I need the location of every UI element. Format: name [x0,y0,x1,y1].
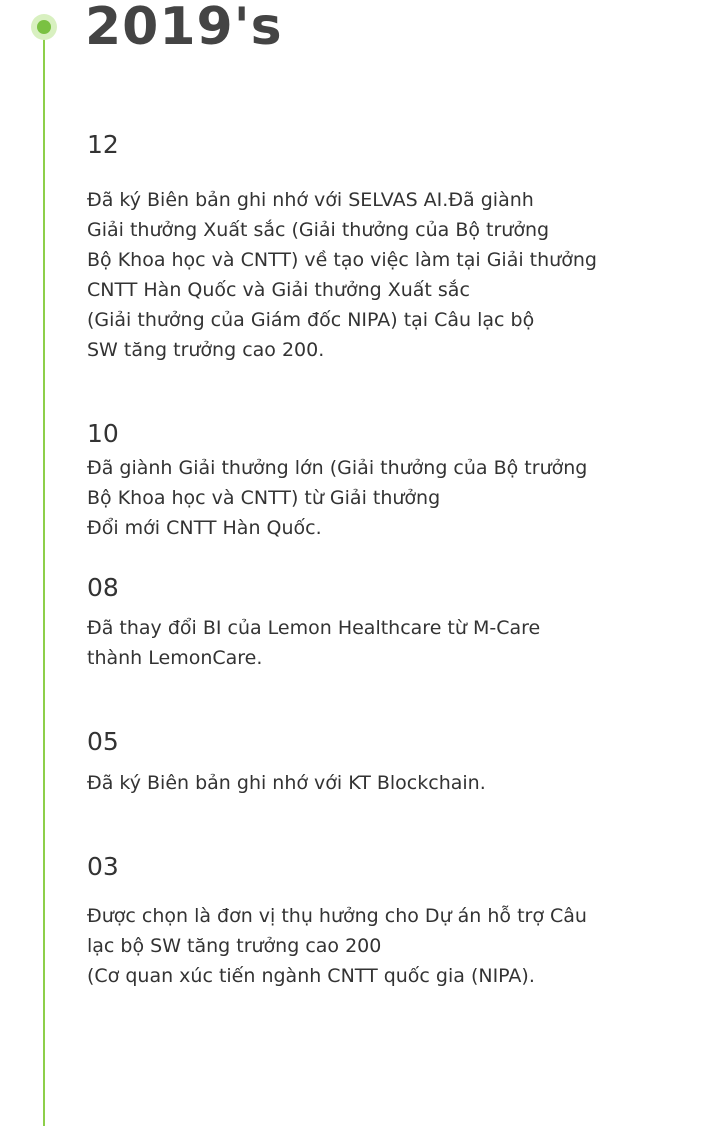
entry-description: Đã ký Biên bản ghi nhớ với SELVAS AI.Đã … [87,189,597,361]
entry-description: Đã thay đổi BI của Lemon Healthcare từ M… [87,617,541,669]
year-title: 2019's [85,0,283,57]
timeline-entry-05: 05 Đã ký Biên bản ghi nhớ với KT Blockch… [87,727,697,798]
timeline-line [43,28,45,1126]
entry-month: 08 [87,573,119,602]
entry-description: Được chọn là đơn vị thụ hưởng cho Dự án … [87,905,587,987]
entry-month: 03 [87,852,119,881]
entry-month: 10 [87,419,119,448]
timeline-entry-03: 03 Được chọn là đơn vị thụ hưởng cho Dự … [87,852,697,991]
timeline-entry-10: 10 Đã giành Giải thưởng lớn (Giải thưởng… [87,419,697,543]
timeline-dot-icon [31,14,57,40]
entry-description: Đã ký Biên bản ghi nhớ với KT Blockchain… [87,772,486,794]
entry-description: Đã giành Giải thưởng lớn (Giải thưởng củ… [87,457,588,539]
timeline-entry-08: 08 Đã thay đổi BI của Lemon Healthcare t… [87,573,697,673]
timeline-entry-12: 12 Đã ký Biên bản ghi nhớ với SELVAS AI.… [87,130,697,365]
entry-month: 12 [87,130,119,159]
timeline-dot-center [37,20,51,34]
entry-month: 05 [87,727,119,756]
